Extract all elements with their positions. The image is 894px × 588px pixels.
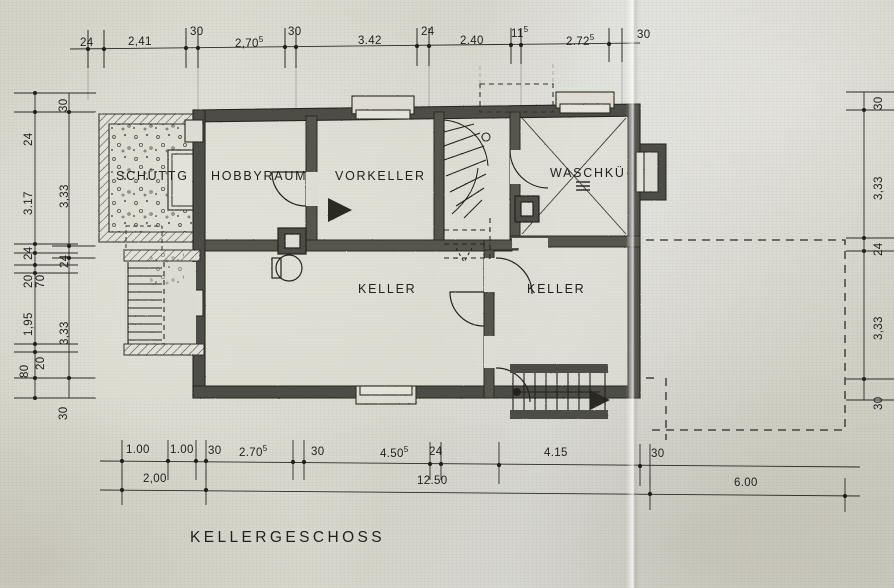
dimension-chain-left-outer	[14, 91, 78, 400]
dim-left-1: 24	[23, 132, 35, 146]
dim-top-7: 2.40	[460, 35, 484, 47]
dim-top-6: 24	[421, 26, 435, 38]
dim-total-2: 6.00	[734, 477, 758, 489]
dim-left-2: 3.17	[23, 191, 35, 215]
room-label-hobbyraum: HOBBYRAUM	[211, 169, 308, 183]
windows	[184, 91, 663, 405]
dimension-chain-right	[846, 91, 894, 401]
dim-left-inner-1: 24	[59, 254, 71, 268]
room-label-keller-mitte: KELLER	[358, 282, 417, 296]
dim-left-4: 70	[35, 274, 47, 288]
fixtures	[271, 195, 540, 282]
dimension-chain-top	[69, 28, 641, 68]
dim-top-4: 30	[288, 26, 302, 38]
dim-right-2: 24	[873, 242, 885, 256]
dim-right-4: 30	[873, 396, 885, 410]
door-leaf-markers	[328, 198, 610, 410]
stair-exterior-walls	[510, 364, 608, 419]
right-wall-niche	[639, 143, 667, 201]
dim-right-3: 3,33	[873, 316, 885, 340]
dim-top-8: 115	[511, 25, 529, 40]
dimension-chain-left-inner	[52, 92, 96, 399]
dim-left-9: 30	[58, 406, 70, 420]
dim-bottom-3: 2.705	[239, 444, 268, 459]
dim-left-inner-0: 3,33	[59, 184, 71, 208]
door-swings	[271, 149, 549, 403]
dim-left-6: 1,95	[23, 312, 35, 336]
dim-left-8: 80	[19, 364, 31, 378]
dim-top-9: 2.725	[566, 33, 595, 48]
dimension-chain-bottom-totals	[99, 470, 861, 512]
dim-bottom-4: 30	[311, 446, 325, 458]
dim-top-10: 30	[637, 29, 651, 41]
room-label-schuettgut: SCHÜTTG	[116, 169, 189, 183]
dim-top-1: 2,41	[128, 36, 152, 48]
dim-left-0: 30	[58, 98, 70, 112]
stair-exterior-down	[512, 370, 606, 414]
dim-total-1: 12.50	[417, 475, 448, 487]
page-title: KELLERGESCHOSS	[190, 529, 386, 546]
room-label-keller-rechts: KELLER	[527, 282, 586, 296]
stair-basement-entry	[123, 225, 205, 356]
dim-bottom-1: 1.00	[170, 444, 194, 456]
projection-dashed-top	[479, 83, 554, 113]
dim-top-0: 24	[80, 37, 94, 49]
dim-top-2: 30	[190, 26, 204, 38]
building	[95, 83, 667, 419]
stair-winder	[443, 118, 491, 264]
dim-right-0: 30	[873, 96, 885, 110]
dim-total-0: 2,00	[143, 473, 167, 485]
dim-bottom-2: 30	[208, 445, 222, 457]
room-label-waschkueche: WASCHKÜ·	[550, 166, 632, 180]
extension-outline	[646, 239, 846, 440]
paper-fold-crease	[626, 0, 640, 588]
dim-top-3: 2,705	[235, 35, 264, 50]
floor-drain-icon	[576, 181, 590, 191]
dim-bottom-8: 30	[651, 448, 665, 460]
dim-left-inner-2: 3,33	[59, 321, 71, 345]
dim-bottom-0: 1.00	[126, 444, 150, 456]
door-openings	[306, 150, 548, 368]
dim-right-1: 3,33	[873, 176, 885, 200]
dim-bottom-6: 24	[429, 446, 443, 458]
dim-left-5: 20	[23, 274, 35, 288]
dim-bottom-7: 4.15	[544, 447, 568, 459]
dim-bottom-5: 4.505	[380, 445, 409, 460]
top-extension-lines	[87, 62, 623, 112]
dim-top-5: 3.42	[358, 35, 382, 47]
dim-left-3: 24	[23, 246, 35, 260]
dim-left-7: 20	[35, 356, 47, 370]
room-label-vorkeller: VORKELLER	[335, 169, 426, 183]
